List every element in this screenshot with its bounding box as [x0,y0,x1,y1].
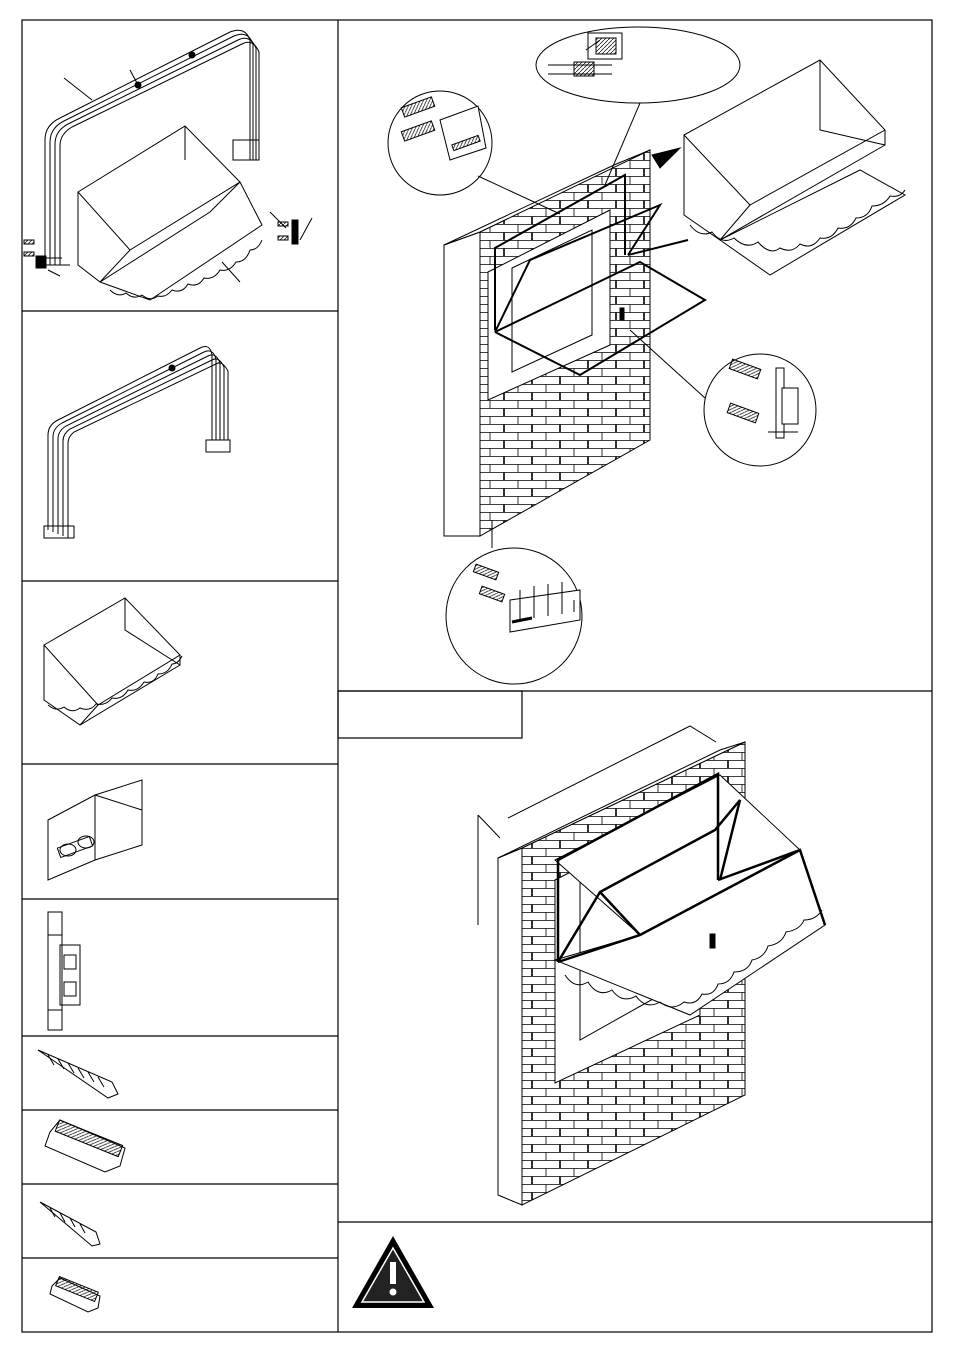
short-screw-icon [40,1202,100,1246]
awning-kit-exploded-icon [24,30,312,300]
page-grid [22,20,932,1332]
bottom-bracket-detail-icon [446,520,582,684]
frame-mount-on-wall-icon [444,148,705,536]
side-bracket-icon [48,912,80,1030]
tubular-frame-icon [44,347,230,538]
canopy-fabric-icon [684,60,905,275]
top-bracket-icon [48,780,142,880]
side-bracket-detail-icon [630,330,816,466]
long-screw-icon [38,1050,118,1098]
installed-awning-icon [478,726,825,1205]
large-wall-plug-icon [45,1120,125,1172]
warning-triangle-icon [352,1236,434,1308]
top-bracket-detail-icon [388,91,560,214]
fabric-canopy-icon [44,598,182,725]
small-wall-plug-icon [50,1276,100,1312]
result-label-box [338,691,522,738]
